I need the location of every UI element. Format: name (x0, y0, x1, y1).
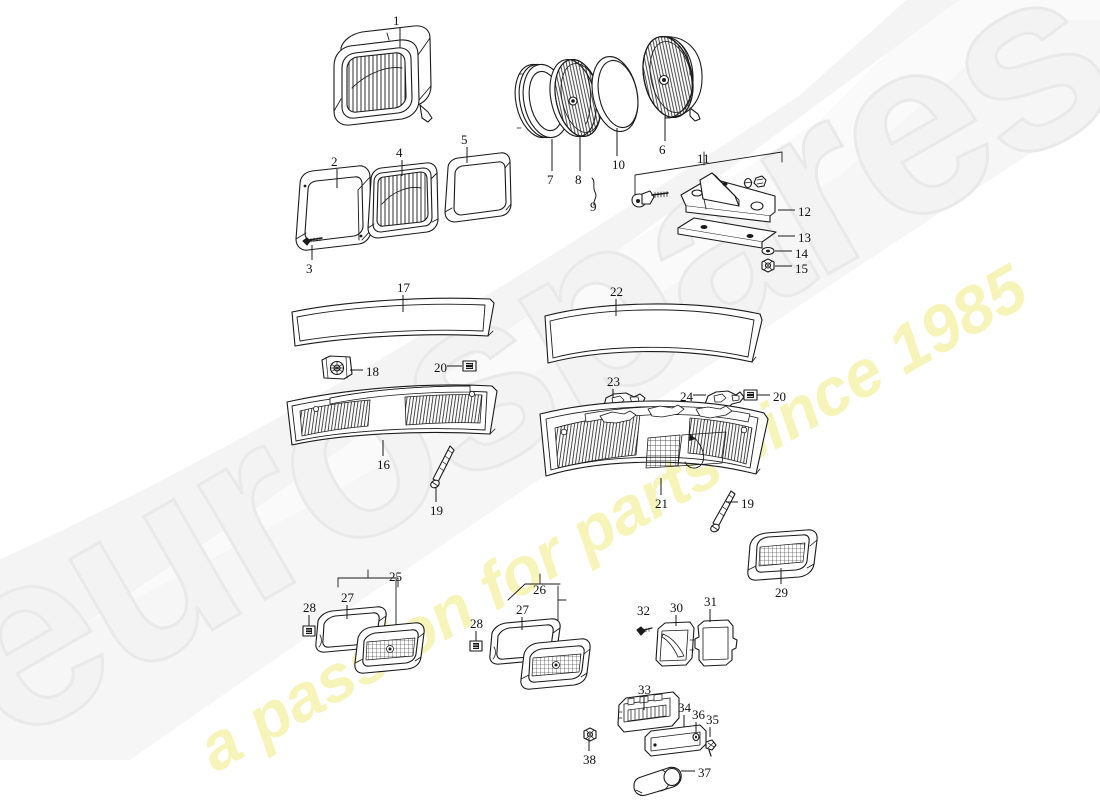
callout-27: 27 (516, 602, 529, 617)
callout-13: 13 (798, 230, 811, 245)
part-34-license-plate-light-lens (644, 724, 707, 757)
callout-32: 32 (637, 603, 650, 618)
callout-38: 38 (583, 752, 596, 767)
callout-25: 25 (389, 569, 402, 584)
callout-19: 19 (741, 496, 754, 511)
callout-21: 21 (655, 496, 668, 511)
part-35-lens-screw (705, 739, 717, 757)
part-25-side-marker-bracket-left (337, 569, 399, 628)
part-18-bulb-holder (321, 355, 353, 380)
part-28-retaining-clip-right (469, 640, 483, 652)
part-31-light-housing-cover-plate (694, 619, 738, 667)
part-29-side-marker-lens (747, 529, 818, 581)
callout-30: 30 (670, 600, 683, 615)
callout-12: 12 (798, 204, 811, 219)
callout-10: 10 (612, 157, 625, 172)
part-32-housing-screw (636, 626, 653, 636)
mounting-bolt (631, 190, 669, 208)
part-14-washer (761, 246, 775, 256)
callout-19: 19 (430, 503, 443, 518)
callout-5: 5 (461, 132, 468, 147)
part-21-front-turn-signal-lens-right (539, 400, 769, 477)
callout-14: 14 (795, 246, 808, 261)
part-1-fog-light-assembly (333, 25, 433, 126)
callout-2: 2 (331, 154, 338, 169)
callout-29: 29 (775, 585, 788, 600)
part-19-mounting-screw-left (430, 445, 455, 489)
callout-37: 37 (698, 765, 711, 780)
callout-7: 7 (547, 172, 554, 187)
callout-33: 33 (638, 682, 651, 697)
part-25-side-marker-lens-left (354, 622, 425, 674)
part-6-round-fog-light-assembly (642, 36, 703, 122)
part-9-round-fog-light-clip (591, 177, 597, 206)
callout-28: 28 (303, 600, 316, 615)
callout-3: 3 (306, 261, 313, 276)
callout-20: 20 (434, 360, 447, 375)
small-washer-nut-group (743, 175, 767, 189)
part-13-mounting-plate (677, 217, 777, 249)
part-38-grommet (583, 727, 597, 742)
callout-17: 17 (397, 280, 410, 295)
callout-8: 8 (575, 172, 582, 187)
part-20-spring-clip-right (743, 389, 758, 401)
part-30-light-housing-bracket (655, 621, 695, 667)
part-33-license-plate-light-housing (617, 691, 680, 733)
part-10-round-fog-light-sealing-ring (591, 56, 639, 132)
callout-6: 6 (659, 142, 666, 157)
callout-16: 16 (377, 457, 390, 472)
callout-23: 23 (607, 374, 620, 389)
part-12-mounting-bracket (680, 172, 776, 223)
part-36-lens-washer (692, 732, 700, 742)
callout-28: 28 (470, 616, 483, 631)
part-8-round-fog-light-lens (549, 59, 602, 137)
part-2-fog-light-housing-frame (295, 165, 372, 251)
callout-36: 36 (692, 707, 705, 722)
callout-34: 34 (678, 700, 691, 715)
part-17-turn-signal-gasket-left (291, 297, 495, 347)
part-15-lock-nut (761, 258, 775, 273)
part-20-spring-clip-left (462, 360, 477, 372)
part-28-retaining-clip-left (302, 625, 316, 637)
callout-26: 26 (533, 582, 546, 597)
callout-18: 18 (366, 364, 379, 379)
callout-1: 1 (393, 13, 400, 28)
callout-27: 27 (341, 590, 354, 605)
part-4-fog-light-lens-insert (367, 162, 439, 239)
part-16-front-turn-signal-lens-left (286, 384, 498, 446)
part-22-turn-signal-gasket-right (544, 303, 763, 364)
callout-15: 15 (795, 261, 808, 276)
part-3-fog-light-screw (302, 237, 323, 246)
part-11-fog-light-mounting-kit (634, 151, 783, 203)
callout-35: 35 (706, 712, 719, 727)
callout-11: 11 (697, 151, 710, 166)
part-5-fog-light-gasket-seal (444, 152, 512, 223)
callout-24: 24 (680, 389, 693, 404)
callout-31: 31 (704, 594, 717, 609)
part-19-mounting-screw-right (710, 490, 736, 533)
callout-9: 9 (590, 199, 597, 214)
part-26-side-marker-lens-right (520, 638, 591, 690)
part-37-festoon-bulb (633, 766, 682, 797)
callout-22: 22 (610, 284, 623, 299)
callout-4: 4 (396, 145, 403, 160)
callout-20: 20 (773, 389, 786, 404)
